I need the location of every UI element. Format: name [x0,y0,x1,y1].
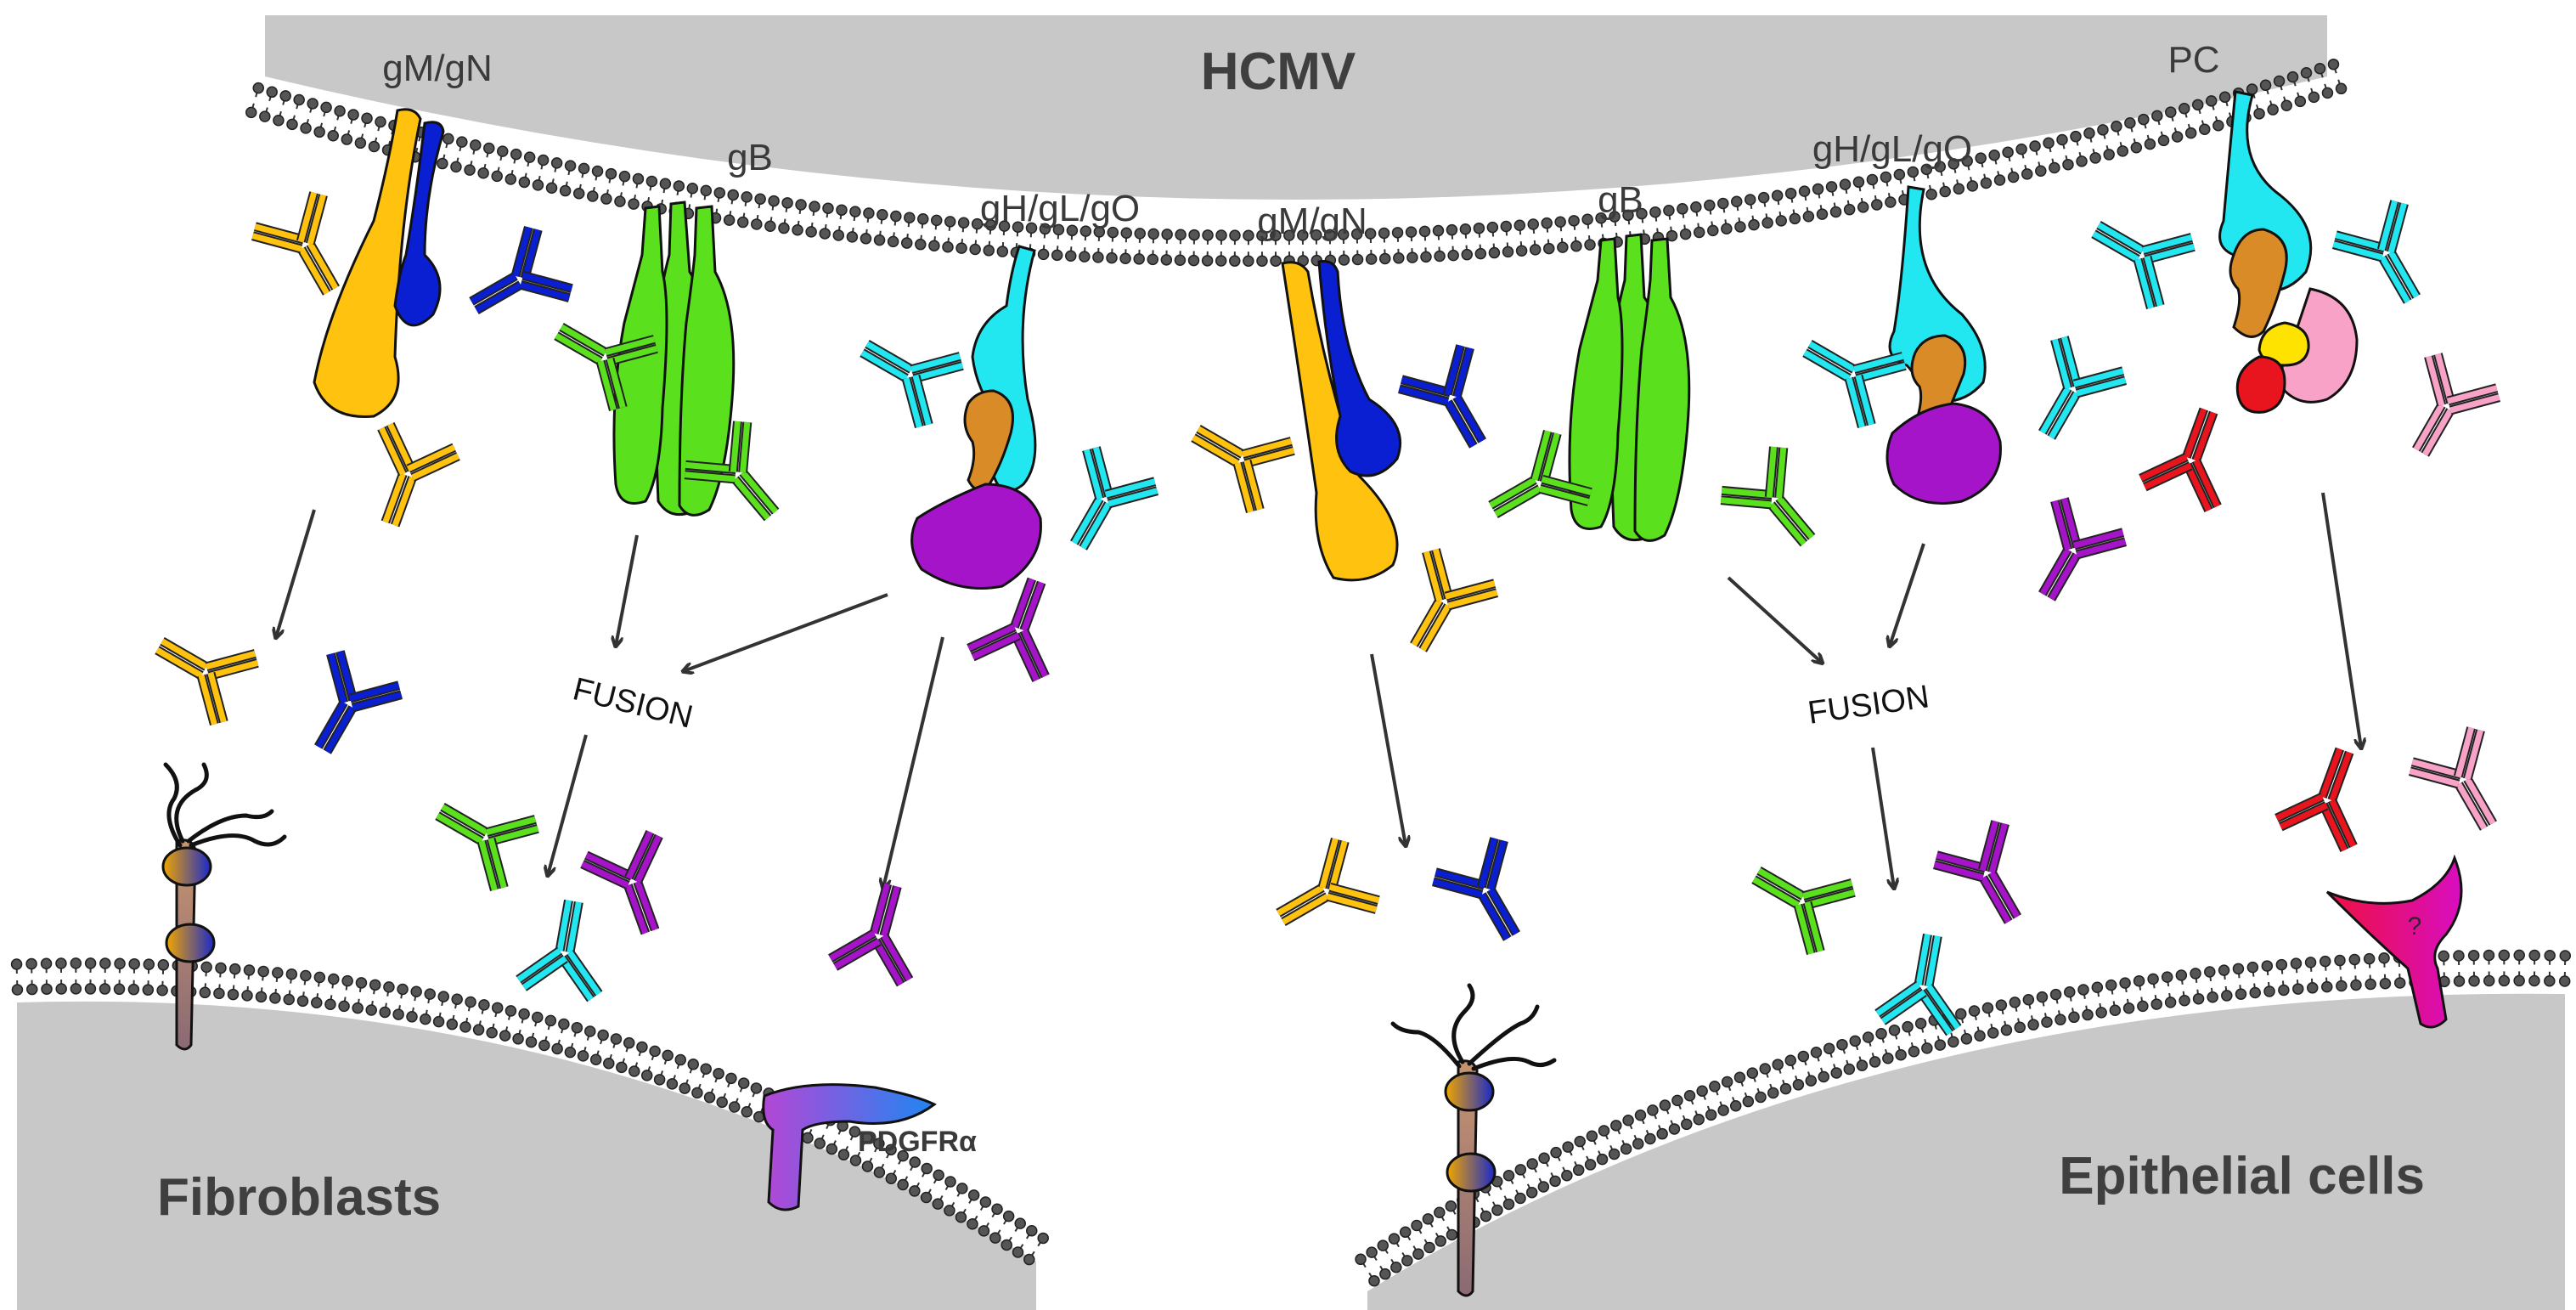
arrow-gmgn-right-to-antibodies [1370,653,1406,845]
ul130-protein [2258,321,2310,367]
antibody [2139,407,2222,512]
arrows [276,492,2361,888]
antibody [377,422,460,528]
unknown-receptor-label: ? [2408,912,2422,940]
gn-protein [1317,260,1401,477]
antibody [2409,726,2497,831]
arrow-gb-left-to-fusion [616,534,639,646]
gh-gl-go-trimer-left [910,245,1042,590]
antibody [2412,353,2500,457]
gn-protein [393,121,445,327]
gb-left-label: gB [727,137,773,178]
antibody [2091,221,2196,309]
pentamer-complex [2218,90,2359,414]
antibody [554,323,658,411]
arrow-gh-left-to-go-antibody [883,636,944,888]
fusion-label-left: FUSION [569,671,696,735]
go-protein [1885,402,2002,505]
arrow-gh-right-to-fusion [1890,543,1925,646]
fibroblast-lipid-bilayer [10,957,1049,1266]
antibody [1874,933,1962,1036]
antibody [1933,820,2021,924]
antibody [155,637,259,726]
antibody [1488,430,1592,518]
epithelial-cell [1355,949,2572,1310]
antibody [1432,837,1520,941]
antibody [1751,867,1856,955]
gm-gn-complex-right [1281,260,1401,582]
antibody [828,883,914,987]
gm-gn-right-label: gM/gN [1257,200,1367,242]
gh-gl-go-right-label: gH/gL/gO [1812,128,1972,170]
ul128-protein [2235,355,2286,414]
antibody [435,803,539,891]
gm-gn-complex-left [313,108,445,418]
virus-label: HCMV [1201,42,1356,101]
antibody [2038,497,2127,601]
arrow-fusion-right-to-antibodies [1871,747,1894,888]
arrow-gh-left-to-fusion [684,593,888,671]
fusion-label-right: FUSION [1806,679,1931,731]
unknown-receptor: ? [2325,854,2463,1029]
antibody [251,191,340,296]
antibody [684,421,780,522]
antibody [1070,446,1158,551]
antibody [314,650,403,754]
epithelial-cells-label: Epithelial cells [2059,1147,2425,1206]
gb-trimer-right [1568,233,1691,542]
antibodies [155,191,2500,1036]
antibody [1276,838,1380,926]
gb-trimer-left [612,200,736,517]
antibody [2038,336,2127,440]
arrow-pc-to-antibodies [2321,492,2361,748]
arrow-gb-right-to-fusion [1727,576,1822,663]
pc-label: PC [2167,39,2219,81]
go-protein [910,483,1042,590]
antibody [860,340,964,428]
antibody [1802,340,1907,428]
gl-protein [2229,228,2288,338]
integrin-receptor-right [1390,983,1557,1297]
pdgfr-label: PDGFRα [858,1126,977,1158]
antibody [2274,747,2358,852]
gb-right-label: gB [1598,179,1643,221]
fibroblasts-label: Fibroblasts [157,1168,441,1227]
gh-gl-go-left-label: gH/gL/gO [980,188,1140,229]
gl-protein [963,389,1014,491]
gh-gl-go-trimer-right [1885,185,2002,505]
antibody [1191,425,1295,513]
antibody [580,830,663,935]
antibody [469,226,573,314]
antibody [1398,344,1486,449]
antibody [516,899,603,1002]
antibody [2332,200,2421,304]
antibody [967,577,1050,682]
antibody [1410,548,1498,652]
fibroblast-cell [10,957,1049,1310]
integrin-receptor-left [161,762,287,1051]
antibody [1720,446,1816,547]
arrow-fusion-left-to-antibodies [548,734,588,875]
arrow-gmgn-left-to-antibodies [276,509,316,637]
pdgfr-alpha-receptor: PDGFRα [762,1083,977,1211]
gm-gn-left-label: gM/gN [382,48,493,89]
gm-protein [313,108,422,418]
